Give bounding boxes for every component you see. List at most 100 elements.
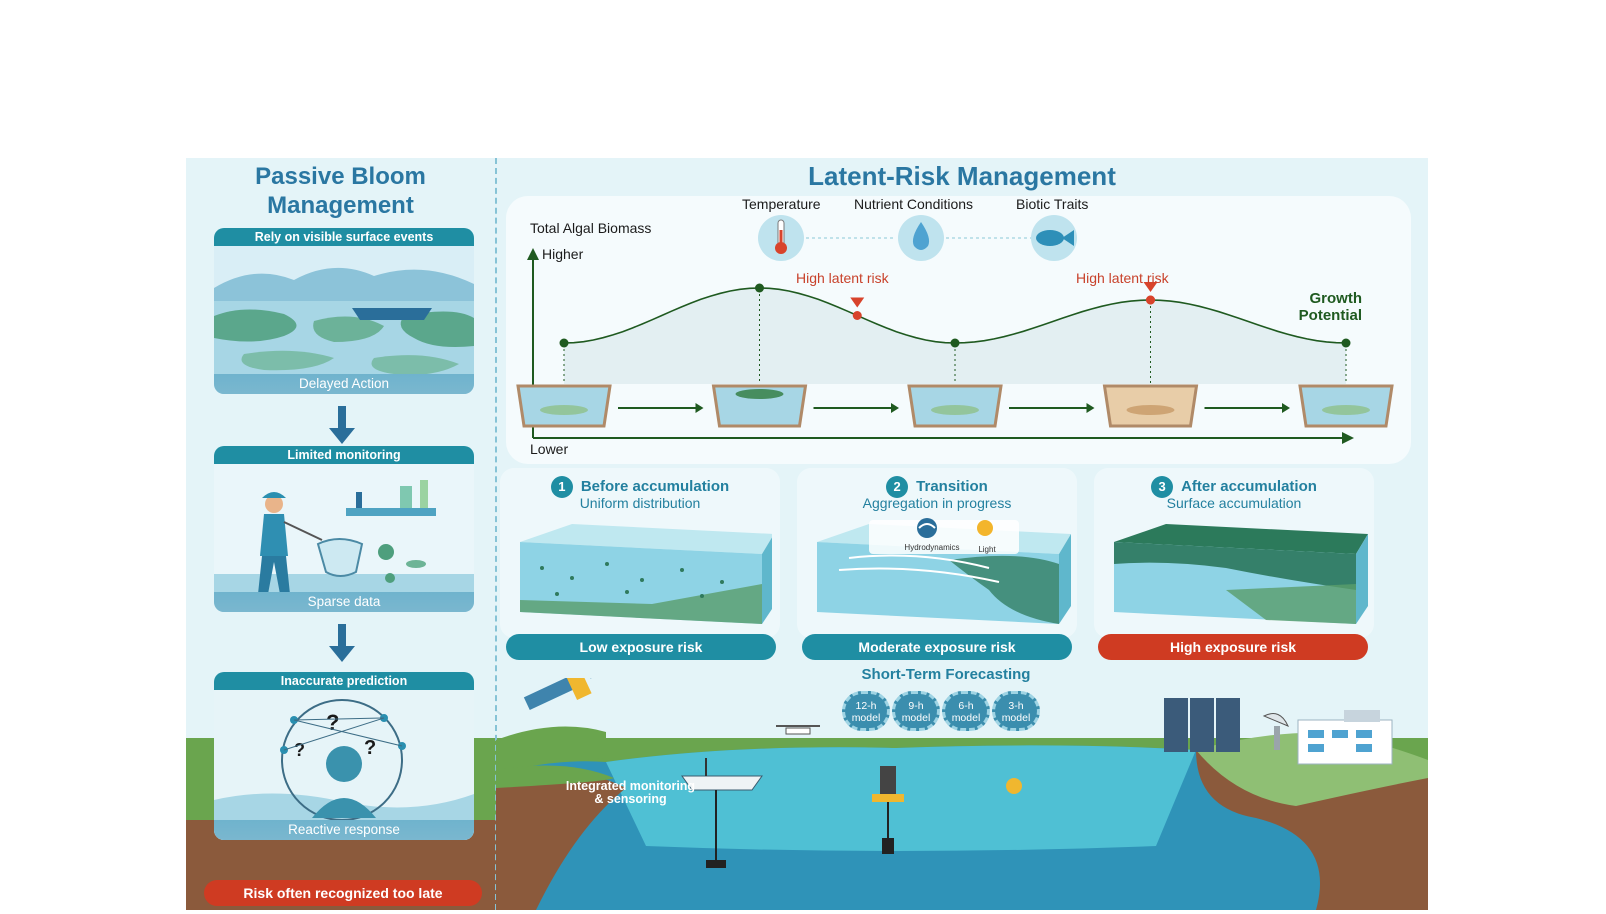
sequence-arrow-head — [695, 403, 704, 413]
high-latent-risk-label-2: High latent risk — [1076, 270, 1169, 286]
satellite-icon — [523, 678, 622, 711]
algae-layer — [735, 389, 784, 399]
buoy-icon — [872, 766, 1022, 854]
stage-card-transition: 2 Transition Aggregation in progress Hydr… — [797, 468, 1077, 638]
monitoring-scene — [496, 678, 1428, 910]
integrated-monitoring-label: Integrated monitoring & sensoring — [548, 780, 713, 806]
model-word: model — [901, 712, 931, 724]
limited-monitoring-card: Limited monitoring Sparse data — [214, 446, 474, 612]
sequence-arrow-head — [1282, 403, 1290, 413]
light-label: Light — [978, 545, 996, 554]
stage-card-after: 3 After accumulation Surface accumulation — [1094, 468, 1374, 638]
stage-title-text: Before accumulation — [580, 477, 730, 495]
card-footer: Delayed Action — [214, 374, 474, 394]
gp-line-1: Growth — [1309, 290, 1363, 307]
title-line-2: Management — [267, 192, 414, 219]
card-footer: Reactive response — [214, 820, 474, 840]
algae-layer — [1126, 405, 1175, 415]
antenna-dish-icon — [1262, 713, 1289, 750]
svg-text:?: ? — [326, 710, 339, 735]
hydrodynamics-icon — [917, 518, 937, 538]
short-term-forecasting-title: Short-Term Forecasting — [861, 666, 1031, 683]
svg-text:?: ? — [294, 740, 305, 760]
passive-bloom-title: Passive Bloom Management — [186, 162, 495, 220]
model-word: model — [951, 712, 981, 724]
algae-layer — [1322, 405, 1370, 415]
surface-bloom-illustration — [214, 246, 474, 394]
infographic: Passive Bloom Management Rely on visible… — [186, 158, 1428, 910]
drone-icon — [776, 725, 820, 735]
monitoring-line-1: Integrated monitoring — [565, 779, 696, 793]
confused-person-illustration: ? ? ? — [214, 690, 474, 840]
hydrodynamics-label: Hydrodynamics — [904, 543, 960, 552]
building-icon — [1297, 710, 1393, 765]
stage-subtitle: Aggregation in progress — [862, 495, 1012, 511]
title-line-1: Passive Bloom — [255, 163, 426, 190]
svg-text:?: ? — [364, 737, 376, 759]
high-risk-point — [852, 311, 862, 320]
stage-subtitle: Uniform distribution — [579, 495, 701, 511]
sample-beaker — [711, 384, 808, 428]
stage-point — [755, 283, 764, 293]
sequence-arrow-head — [891, 403, 899, 413]
y-axis-high-label: Higher — [542, 246, 584, 262]
water-drop-icon — [898, 215, 944, 261]
stage-point — [559, 338, 569, 348]
stage-title-text: Transition — [916, 477, 988, 495]
model-horizon: 9-h — [908, 700, 924, 712]
stage-point — [950, 338, 960, 348]
fish-icon — [1031, 215, 1077, 261]
y-axis-low-label: Lower — [530, 441, 569, 457]
model-horizon: 12-h — [855, 700, 877, 712]
stage-number: 2 — [886, 476, 909, 498]
stage-subtitle: Surface accumulation — [1166, 495, 1302, 511]
high-risk-point — [1146, 295, 1155, 305]
algae-layer — [931, 405, 979, 415]
model-word: model — [1001, 712, 1031, 724]
model-horizon: 6-h — [958, 700, 974, 712]
high-exposure-risk-badge: High exposure risk — [1098, 634, 1368, 660]
stage-title: 1 Before accumulation — [500, 476, 780, 498]
stage-point — [1341, 338, 1351, 348]
high-risk-marker — [1143, 282, 1158, 292]
factor-biotic-label: Biotic Traits — [1016, 196, 1089, 212]
stage-card-before: 1 Before accumulation Uniform distributio… — [500, 468, 780, 638]
panel-divider — [495, 158, 497, 910]
card-header: Limited monitoring — [214, 446, 474, 464]
card-footer: Sparse data — [214, 592, 474, 612]
inaccurate-prediction-card: Inaccurate prediction ? ? ? Reactive res… — [214, 672, 474, 840]
card-header: Inaccurate prediction — [214, 672, 474, 690]
late-recognition-badge: Risk often recognized too late — [204, 880, 482, 906]
growth-potential-label: Growth Potential — [1252, 290, 1362, 324]
stage-title-text: After accumulation — [1181, 477, 1317, 495]
low-exposure-risk-badge: Low exposure risk — [506, 634, 776, 660]
model-word: model — [851, 712, 881, 724]
moderate-exposure-risk-badge: Moderate exposure risk — [802, 634, 1072, 660]
tank-surface-illustration — [1114, 524, 1368, 624]
tank-transition-illustration — [817, 520, 1071, 624]
algae-layer — [540, 405, 588, 415]
card-header: Rely on visible surface events — [214, 228, 474, 246]
latent-risk-title: Latent-Risk Management — [808, 161, 1116, 191]
stage-number: 1 — [550, 476, 573, 498]
growth-potential-chart — [516, 248, 1394, 444]
tank-uniform-illustration — [520, 524, 772, 624]
boat-icon — [681, 758, 763, 868]
manual-sampling-illustration — [214, 464, 474, 612]
high-risk-marker — [850, 297, 865, 308]
server-rack-icon — [1164, 698, 1240, 752]
monitoring-line-2: & sensoring — [594, 792, 667, 806]
thermometer-icon — [758, 215, 804, 261]
model-horizon: 3-h — [1008, 700, 1024, 712]
stage-title: 3 After accumulation — [1094, 476, 1374, 498]
factor-temperature-label: Temperature — [742, 196, 821, 212]
gp-line-2: Potential — [1298, 307, 1362, 324]
factor-nutrient-label: Nutrient Conditions — [854, 196, 974, 212]
y-axis-title: Total Algal Biomass — [530, 220, 652, 236]
stage-number: 3 — [1151, 476, 1174, 498]
down-arrow-icon — [329, 624, 355, 662]
